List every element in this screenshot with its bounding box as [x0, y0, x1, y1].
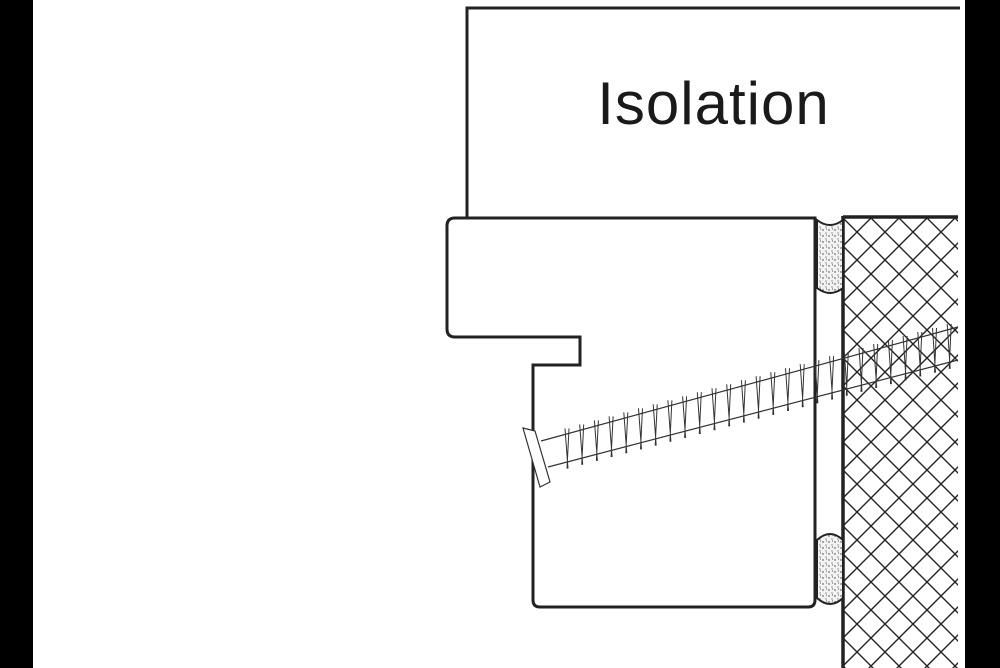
screw-thread: [902, 335, 908, 381]
screw-thread: [608, 416, 614, 458]
screw-thread: [593, 420, 599, 461]
screw-thread: [799, 364, 805, 408]
screw-thread: [932, 327, 937, 373]
screw-thread: [711, 388, 717, 431]
screw-thread: [785, 368, 790, 412]
screw-head: [522, 427, 551, 488]
screw-thread: [917, 331, 923, 377]
insulation-block: [465, 6, 960, 217]
left-border: [0, 0, 33, 668]
screw: [522, 323, 959, 488]
insulation-label: Isolation: [597, 69, 830, 137]
screw-shaft-bottom: [547, 359, 959, 468]
sealant-pad-top: [816, 217, 844, 294]
screw-thread: [873, 344, 879, 389]
window-sill-profile: [445, 216, 817, 609]
masonry-wall: [843, 218, 958, 668]
screw-thread: [682, 396, 688, 438]
sealant-pad-bottom: [816, 533, 844, 605]
screw-thread: [887, 339, 893, 385]
screw-thread: [814, 360, 820, 404]
screw-thread: [623, 412, 629, 454]
screw-thread: [696, 392, 702, 435]
screw-thread: [564, 428, 570, 469]
screw-thread: [770, 372, 776, 415]
screw-thread: [726, 384, 732, 427]
screw-thread: [667, 400, 673, 442]
right-border: [965, 0, 1000, 668]
screw-thread: [946, 323, 952, 369]
screw-thread: [843, 352, 849, 396]
screw-thread: [652, 404, 658, 446]
screw-thread: [579, 424, 585, 465]
screw-thread: [755, 376, 761, 419]
screw-thread: [638, 408, 643, 450]
screw-thread: [740, 380, 746, 423]
screw-thread: [829, 356, 835, 400]
screw-thread: [858, 348, 864, 392]
